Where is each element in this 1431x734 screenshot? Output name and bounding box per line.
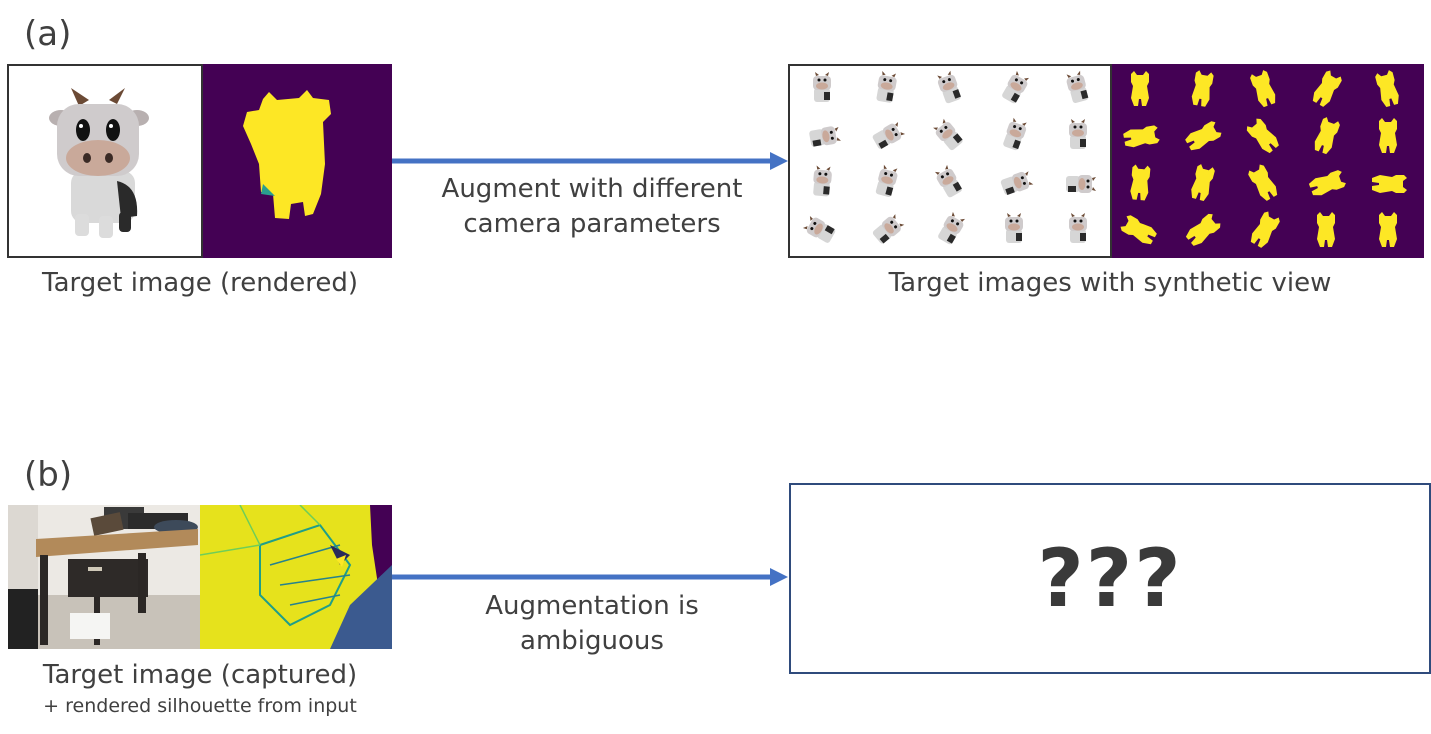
augment-text-line1: Augment with different: [441, 174, 743, 204]
cow-thumbnail: [1005, 213, 1023, 243]
target-rendered-image: [7, 64, 203, 258]
synthetic-silhouette-grid: [1120, 70, 1407, 248]
silhouette-thumbnail: [1312, 70, 1342, 107]
target-silhouette-mask: [203, 64, 392, 258]
synthetic-silhouettes-grid: [1112, 64, 1424, 258]
synthetic-views-grid: [788, 64, 1112, 258]
target-captured-subcaption: + rendered silhouette from input: [43, 695, 357, 717]
silhouette-thumbnail: [1248, 164, 1278, 201]
augment-arrow-text: Augment with different camera parameters: [392, 172, 792, 242]
silhouette-thumbnail: [1317, 212, 1335, 247]
noisy-silhouette: [200, 505, 392, 649]
cow-thumbnail: [872, 214, 905, 244]
cow-thumbnail: [872, 121, 906, 149]
panel-b-label: (b): [24, 455, 73, 495]
silhouette-thumbnail: [1191, 164, 1215, 202]
silhouette-thumbnail: [1308, 170, 1346, 196]
cow-thumbnail: [809, 126, 841, 147]
synthetic-cow-grid: [802, 70, 1096, 245]
synthetic-caption: Target images with synthetic view: [888, 268, 1332, 298]
cow-thumbnail: [1003, 117, 1027, 151]
cow-thumbnail: [1002, 70, 1030, 104]
target-captured-caption: Target image (captured): [42, 660, 358, 690]
target-rendered-caption: Target image (rendered): [42, 268, 358, 298]
cow-thumbnail: [937, 70, 961, 104]
silhouette-thumbnail: [1120, 215, 1157, 245]
silhouette-thumbnail: [1379, 118, 1397, 153]
silhouette-thumbnail: [1131, 71, 1149, 106]
cow-thumbnail: [876, 71, 897, 103]
cow-silhouette: [243, 90, 331, 219]
target-captured-photo: [8, 505, 200, 649]
silhouette-thumbnail: [1314, 117, 1340, 155]
cow-thumbnail: [1066, 70, 1089, 103]
cow-thumbnail: [802, 215, 836, 243]
unknown-result-box: ???: [789, 483, 1431, 674]
ambiguous-text-line2: ambiguous: [520, 626, 664, 656]
silhouette-thumbnail: [1185, 121, 1222, 151]
silhouette-thumbnail: [1130, 164, 1151, 201]
cow-thumbnail: [813, 165, 832, 197]
cow-thumbnail: [1069, 213, 1087, 243]
augment-arrow: [392, 152, 788, 170]
ambiguous-arrow: [392, 568, 788, 586]
ambiguous-text-line1: Augmentation is: [485, 591, 699, 621]
silhouette-thumbnail: [1379, 212, 1397, 247]
cow-thumbnail: [933, 118, 963, 151]
cow-thumbnail: [875, 164, 898, 197]
silhouette-thumbnail: [1185, 213, 1221, 246]
cow-thumbnail: [813, 72, 831, 102]
rendered-silhouette-from-input: [200, 505, 392, 649]
cow-thumbnail: [1069, 119, 1087, 149]
cow-thumbnail: [1000, 171, 1034, 195]
panel-a-label: (a): [24, 14, 72, 54]
unknown-result-text: ???: [1037, 532, 1183, 625]
ambiguous-arrow-text: Augmentation is ambiguous: [392, 589, 792, 659]
cow-render-illustration: [49, 88, 149, 238]
silhouette-thumbnail: [1191, 70, 1214, 107]
desk-photo-illustration: [8, 505, 200, 649]
silhouette-thumbnail: [1250, 70, 1276, 108]
silhouette-thumbnail: [1250, 211, 1280, 248]
augment-text-line2: camera parameters: [463, 209, 721, 239]
silhouette-thumbnail: [1246, 118, 1279, 154]
silhouette-thumbnail: [1375, 70, 1399, 108]
cow-thumbnail: [934, 164, 962, 198]
silhouette-thumbnail: [1123, 125, 1160, 148]
cow-thumbnail: [1066, 175, 1096, 193]
cow-thumbnail: [938, 211, 966, 245]
silhouette-thumbnail: [1372, 175, 1407, 193]
